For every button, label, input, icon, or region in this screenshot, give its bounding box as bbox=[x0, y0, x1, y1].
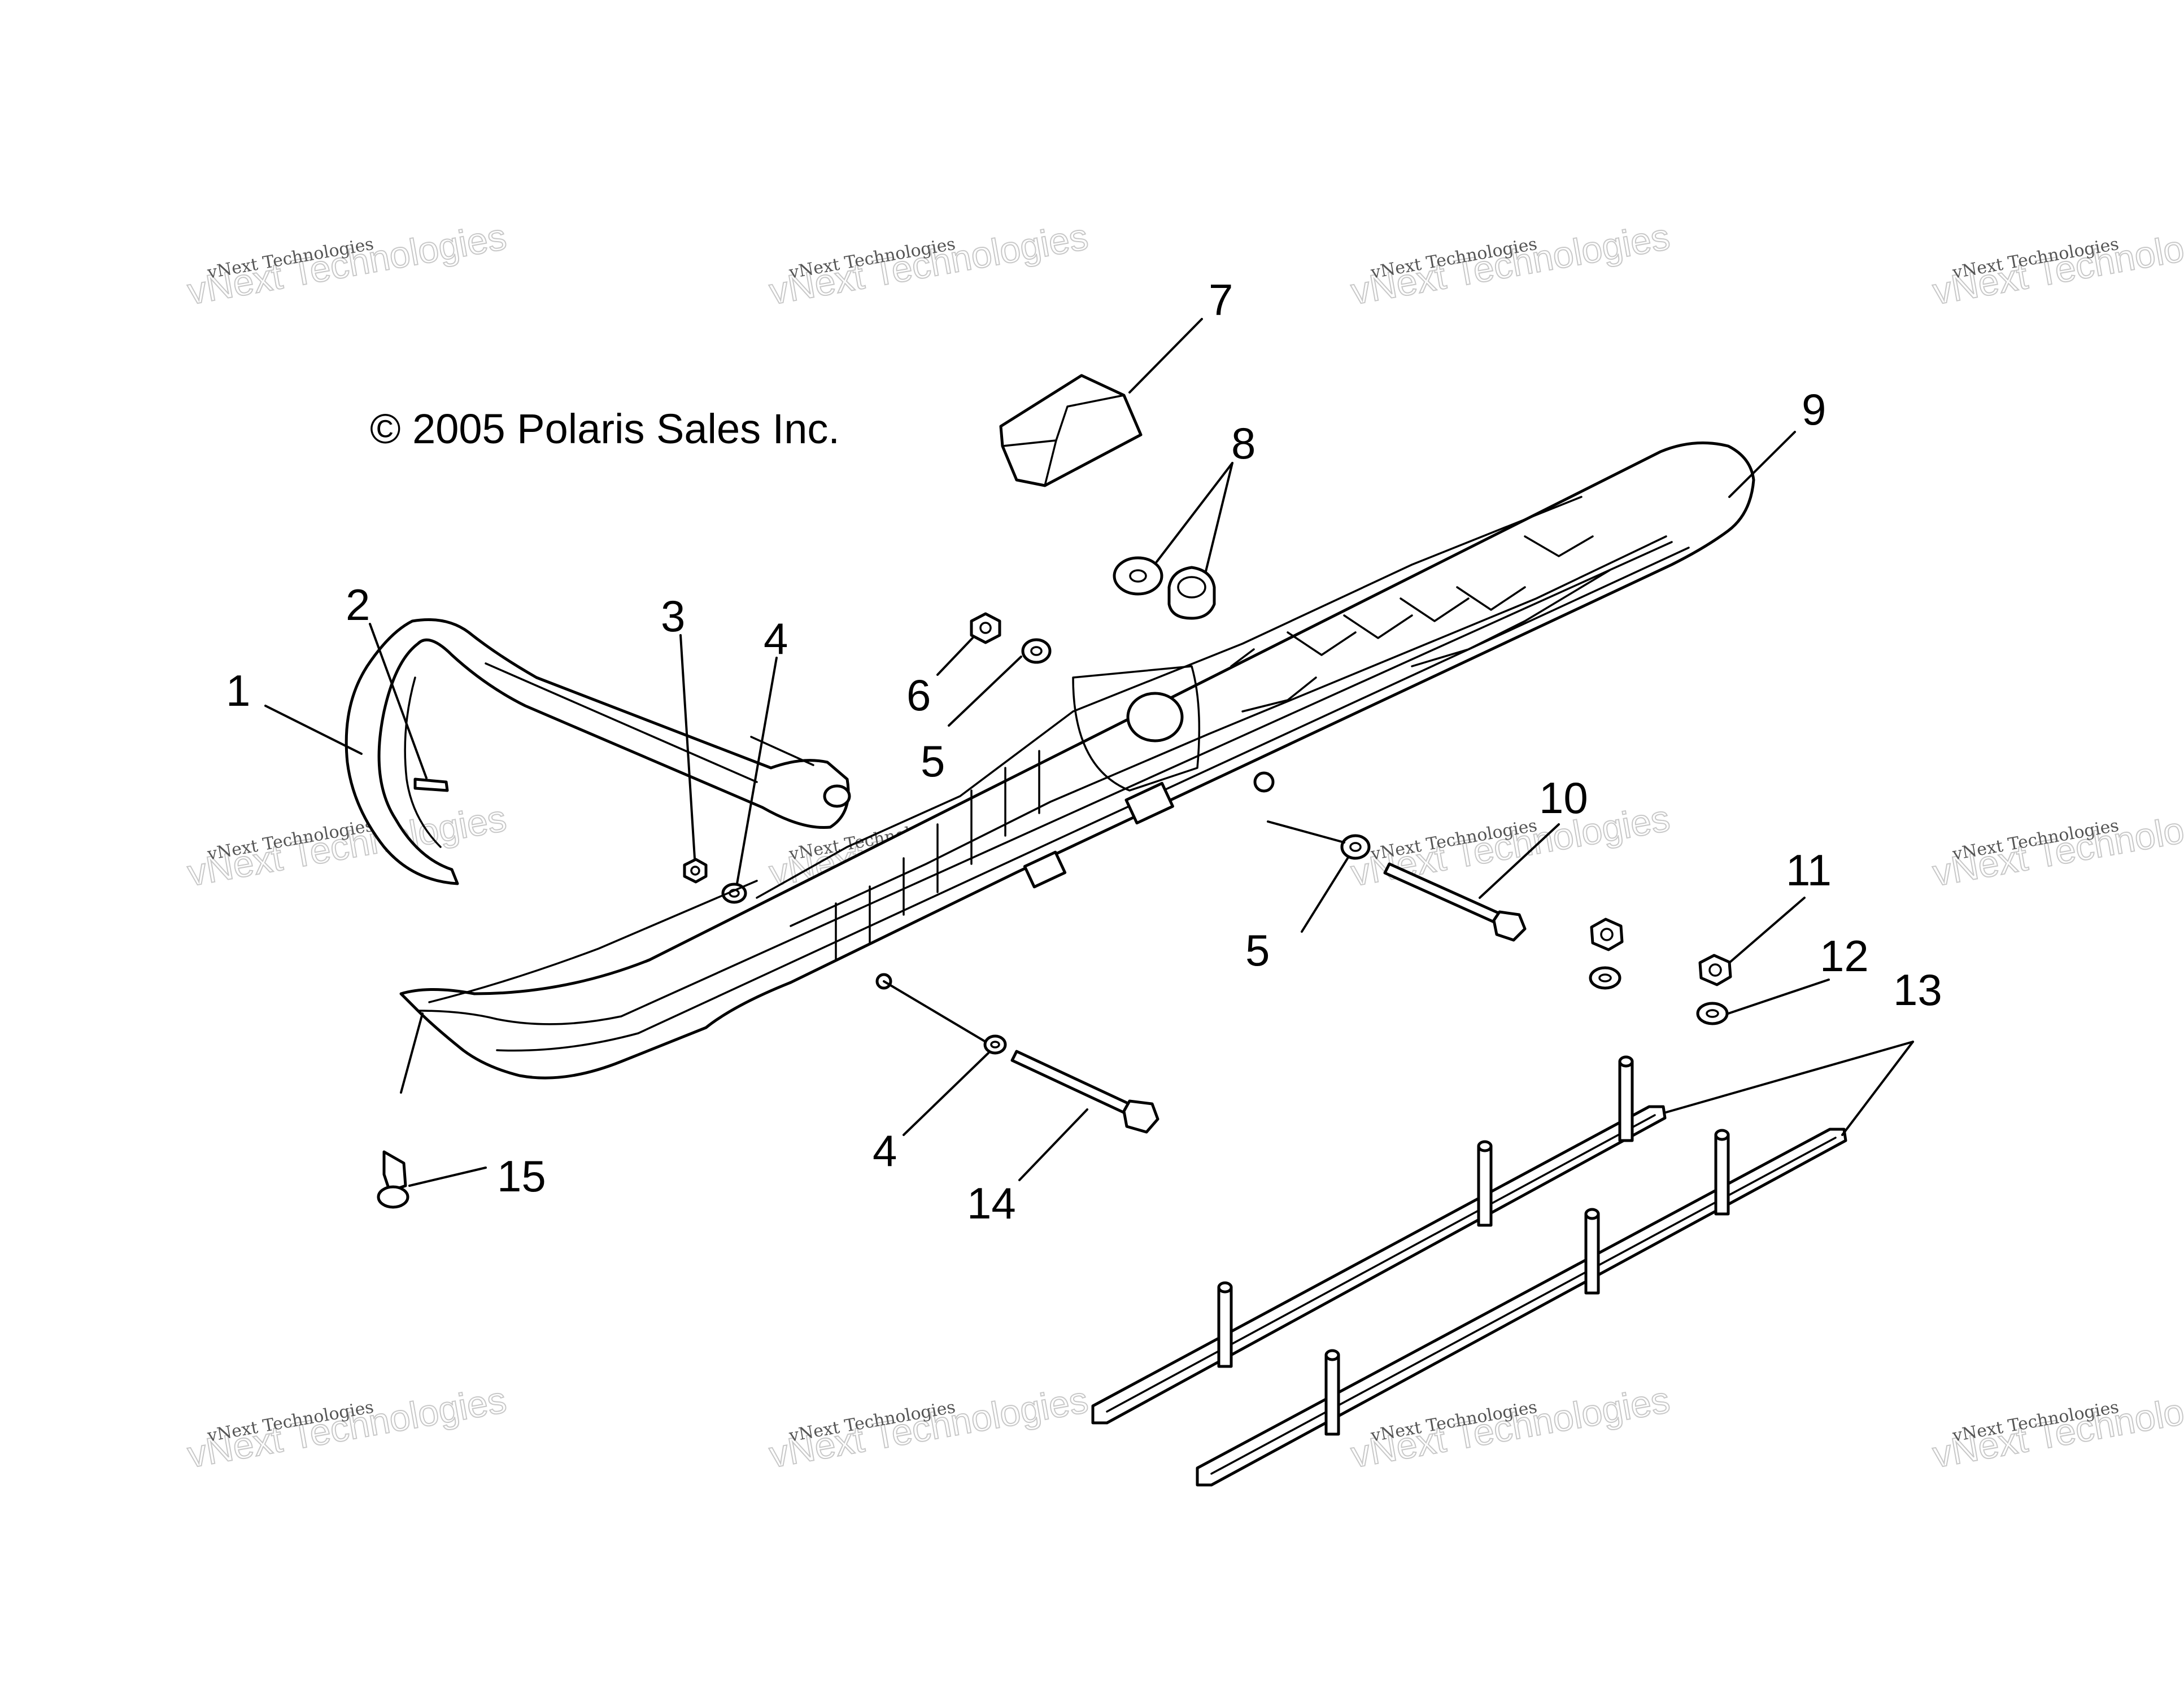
leader-lines bbox=[264, 318, 1914, 1187]
part-1-ski-loop bbox=[345, 618, 851, 885]
part-4-washer-lower bbox=[983, 1034, 1007, 1055]
part-3-nut bbox=[683, 858, 708, 884]
part-14-bolt bbox=[1010, 1050, 1159, 1134]
part-2-fastener bbox=[413, 777, 449, 792]
part-11-nuts bbox=[1590, 918, 1732, 986]
callout-11: 11 bbox=[1786, 845, 1832, 895]
callout-9: 9 bbox=[1802, 385, 1826, 434]
part-15-pin bbox=[377, 1150, 409, 1209]
callout-13: 13 bbox=[1893, 965, 1942, 1015]
callout-14: 14 bbox=[967, 1178, 1016, 1228]
callout-8: 8 bbox=[1231, 418, 1256, 468]
callout-12: 12 bbox=[1820, 931, 1869, 981]
callout-6: 6 bbox=[906, 670, 931, 720]
part-13-runners bbox=[1091, 1055, 1847, 1487]
callout-1: 1 bbox=[226, 666, 250, 715]
callout-5-upper: 5 bbox=[921, 736, 945, 786]
part-8-bushings bbox=[1113, 556, 1216, 620]
callout-7: 7 bbox=[1209, 275, 1233, 325]
callout-2: 2 bbox=[346, 580, 370, 630]
part-9-ski-body bbox=[399, 441, 1755, 1080]
part-7-wear-block bbox=[999, 374, 1143, 487]
copyright-text: © 2005 Polaris Sales Inc. bbox=[370, 405, 840, 452]
callout-labels: 1 2 3 4 4 5 5 6 7 8 9 10 11 12 13 14 15 bbox=[226, 275, 1942, 1228]
callout-4-lower: 4 bbox=[873, 1126, 897, 1176]
callout-10: 10 bbox=[1539, 773, 1588, 823]
part-10-bolt bbox=[1383, 862, 1527, 942]
part-6-nut bbox=[970, 612, 1001, 644]
part-12-washers bbox=[1589, 966, 1729, 1025]
callout-15: 15 bbox=[497, 1151, 546, 1201]
callout-5-lower: 5 bbox=[1245, 925, 1270, 975]
callout-4-upper: 4 bbox=[764, 614, 788, 663]
callout-3: 3 bbox=[661, 591, 685, 641]
part-5-washer-upper bbox=[1021, 638, 1052, 664]
part-5-washer-lower bbox=[1340, 834, 1371, 860]
